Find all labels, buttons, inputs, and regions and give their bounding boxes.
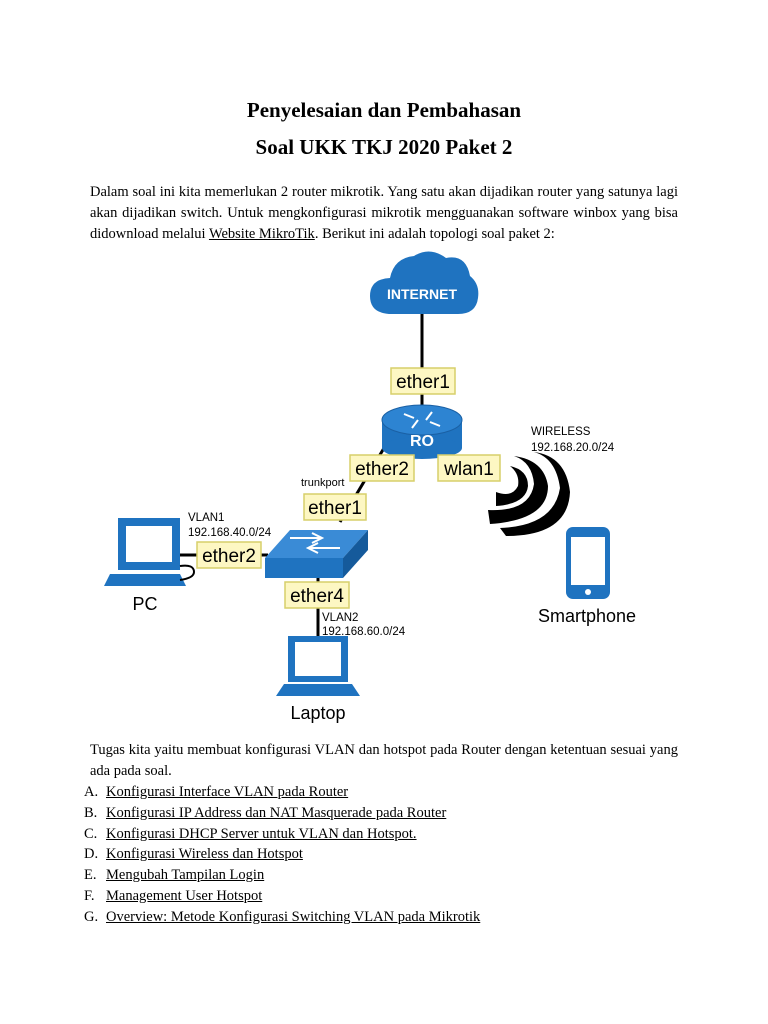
port-label-text: ether1 — [308, 498, 362, 519]
list-item: B. Konfigurasi IP Address dan NAT Masquer… — [84, 803, 480, 824]
list-item: A. Konfigurasi Interface VLAN pada Router — [84, 782, 480, 803]
pc-label: PC — [132, 594, 157, 614]
list-marker: A. — [84, 784, 99, 800]
smartphone-icon — [566, 527, 610, 599]
port-label-router-wlan1: wlan1 — [437, 454, 501, 482]
wireless-label: WIRELESS — [531, 426, 591, 438]
laptop-label: Laptop — [290, 703, 345, 723]
intro-paragraph: Dalam soal ini kita memerlukan 2 router … — [90, 182, 678, 245]
vlan1-label: VLAN1 — [188, 512, 224, 524]
router-icon — [381, 404, 463, 459]
task-link-a[interactable]: Konfigurasi Interface VLAN pada Router — [106, 784, 349, 800]
port-label-text: ether1 — [396, 372, 450, 393]
trunkport-label: trunkport — [301, 477, 344, 489]
list-marker: C. — [84, 825, 98, 842]
port-label-router-ether1: ether1 — [390, 367, 456, 395]
intro-text: Dalam soal ini kita memerlukan 2 router … — [90, 184, 678, 242]
intro-text-end: . Berikut ini adalah topologi soal paket… — [314, 226, 555, 242]
pc-icon — [104, 518, 196, 586]
list-marker: F. — [84, 887, 95, 904]
router-label: RO — [410, 433, 434, 450]
list-marker: G. — [84, 908, 99, 925]
list-marker: E. — [84, 867, 97, 884]
wireless-network: 192.168.20.0/24 — [531, 442, 615, 454]
page-subtitle: Soal UKK TKJ 2020 Paket 2 — [255, 135, 513, 159]
port-label-text: ether2 — [355, 459, 409, 480]
port-label-switch-ether1: ether1 — [303, 493, 367, 521]
vlan2-network: 192.168.60.0/24 — [322, 626, 406, 638]
task-link-g[interactable]: Overview: Metode Konfigurasi Switching V… — [106, 908, 481, 925]
network-topology-diagram: INTERNET RO ether — [104, 251, 636, 723]
port-label-switch-ether2: ether2 — [196, 541, 262, 569]
page-title: Penyelesaian dan Pembahasan — [246, 98, 522, 122]
internet-cloud-icon — [370, 251, 479, 314]
task-link-f[interactable]: Management User Hotspot — [106, 887, 263, 904]
list-item: E. Mengubah Tampilan Login — [84, 865, 480, 886]
port-label-switch-ether4: ether4 — [284, 581, 350, 609]
list-marker: D. — [84, 846, 99, 863]
task-list: A. Konfigurasi Interface VLAN pada Router… — [84, 782, 480, 928]
task-link-e[interactable]: Mengubah Tampilan Login — [106, 867, 265, 884]
task-link-d[interactable]: Konfigurasi Wireless dan Hotspot — [106, 846, 303, 863]
smartphone-label: Smartphone — [538, 606, 636, 626]
list-item: C. Konfigurasi DHCP Server untuk VLAN dan… — [84, 824, 480, 845]
port-label-text: ether4 — [290, 586, 344, 607]
port-label-text: ether2 — [202, 546, 256, 567]
list-item: G. Overview: Metode Konfigurasi Switching… — [84, 907, 480, 928]
vlan2-label: VLAN2 — [322, 612, 358, 624]
list-item: F. Management User Hotspot — [84, 886, 480, 907]
task-link-c[interactable]: Konfigurasi DHCP Server untuk VLAN dan H… — [106, 825, 417, 842]
laptop-icon — [276, 636, 360, 696]
port-label-text: wlan1 — [443, 459, 494, 480]
list-item: D. Konfigurasi Wireless dan Hotspot — [84, 844, 480, 865]
internet-label: INTERNET — [387, 286, 457, 302]
wireless-waves-icon — [488, 452, 570, 536]
task-link-b[interactable]: Konfigurasi IP Address dan NAT Masquerad… — [106, 804, 447, 821]
website-mikrotik-link[interactable]: Website MikroTik — [208, 226, 315, 242]
vlan1-network: 192.168.40.0/24 — [188, 527, 272, 539]
list-marker: B. — [84, 804, 98, 821]
switch-icon — [265, 530, 368, 578]
task-paragraph: Tugas kita yaitu membuat konfigurasi VLA… — [90, 742, 678, 779]
port-label-router-ether2: ether2 — [349, 454, 415, 482]
